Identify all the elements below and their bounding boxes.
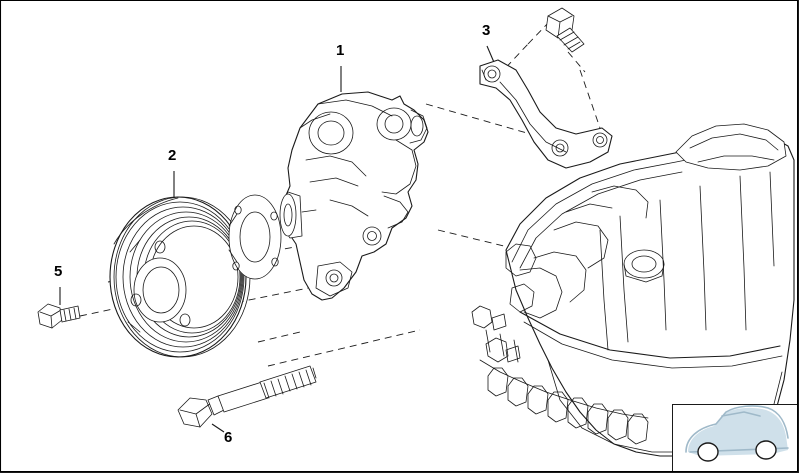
engine-oil-pan bbox=[471, 123, 795, 457]
short-bolt-part-5 bbox=[37, 303, 81, 329]
callout-3: 3 bbox=[482, 22, 491, 39]
power-steering-pump-part-1 bbox=[279, 91, 429, 301]
spacer-ring bbox=[228, 194, 282, 280]
support-bracket-part-3 bbox=[479, 59, 613, 169]
long-bolt-part-6 bbox=[177, 365, 317, 428]
pulley-part-2 bbox=[109, 196, 251, 358]
callout-6: 6 bbox=[224, 429, 233, 446]
callout-2: 2 bbox=[168, 147, 177, 164]
vehicle-silhouette-inset bbox=[672, 404, 798, 472]
bracket-bolt-top bbox=[545, 7, 585, 53]
callout-1: 1 bbox=[336, 42, 345, 59]
callout-5: 5 bbox=[54, 263, 63, 280]
